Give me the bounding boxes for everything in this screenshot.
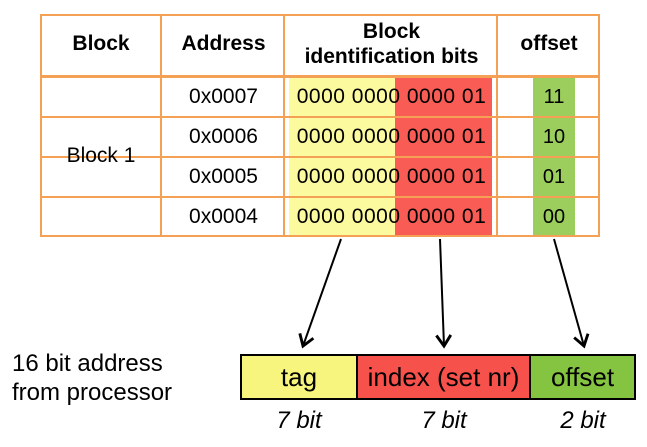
table-header-divider	[40, 75, 600, 78]
header-block-identification-bits: Block identification bits	[304, 20, 479, 68]
arrow-offset	[553, 238, 590, 349]
offset-cell: 10	[542, 125, 566, 148]
offset-cell: 00	[542, 205, 566, 228]
offset-cell: 01	[542, 165, 566, 188]
block-span-cell: Block 1	[66, 143, 136, 167]
table-row-divider	[40, 116, 600, 118]
table-outer-border	[40, 14, 600, 237]
address-field-bar: tag index (set nr) offset	[240, 354, 636, 400]
tag-segment: tag	[240, 354, 358, 400]
address-source-caption: 16 bit address from processor	[12, 350, 173, 406]
header-address: Address	[181, 32, 266, 56]
offset-bit-width-label: 2 bit	[560, 407, 606, 434]
index-bit-width-label: 7 bit	[421, 407, 467, 434]
header-block: Block	[72, 32, 130, 56]
arrow-tag	[298, 238, 342, 349]
address-cell: 0x0005	[189, 164, 258, 188]
table-column-divider	[496, 14, 498, 237]
memory-block-table: Block Address Block identification bits …	[40, 14, 600, 237]
table-row-divider	[40, 196, 600, 198]
header-offset: offset	[520, 32, 578, 56]
index-segment: index (set nr)	[356, 354, 531, 400]
bits-cell: 0000 0000 0000 01	[296, 124, 487, 148]
table-column-divider	[160, 14, 162, 237]
address-cell: 0x0006	[189, 124, 258, 148]
offset-cell: 11	[543, 85, 565, 108]
table-column-divider	[283, 14, 285, 237]
bits-cell: 0000 0000 0000 01	[296, 164, 487, 188]
tag-bit-width-label: 7 bit	[276, 407, 322, 434]
address-cell: 0x0007	[189, 84, 258, 108]
table-row-divider	[40, 156, 600, 158]
bits-cell: 0000 0000 0000 01	[296, 204, 487, 228]
bits-cell: 0000 0000 0000 01	[296, 84, 487, 108]
offset-segment: offset	[529, 354, 636, 400]
arrow-index	[435, 238, 453, 349]
address-cell: 0x0004	[189, 204, 258, 228]
